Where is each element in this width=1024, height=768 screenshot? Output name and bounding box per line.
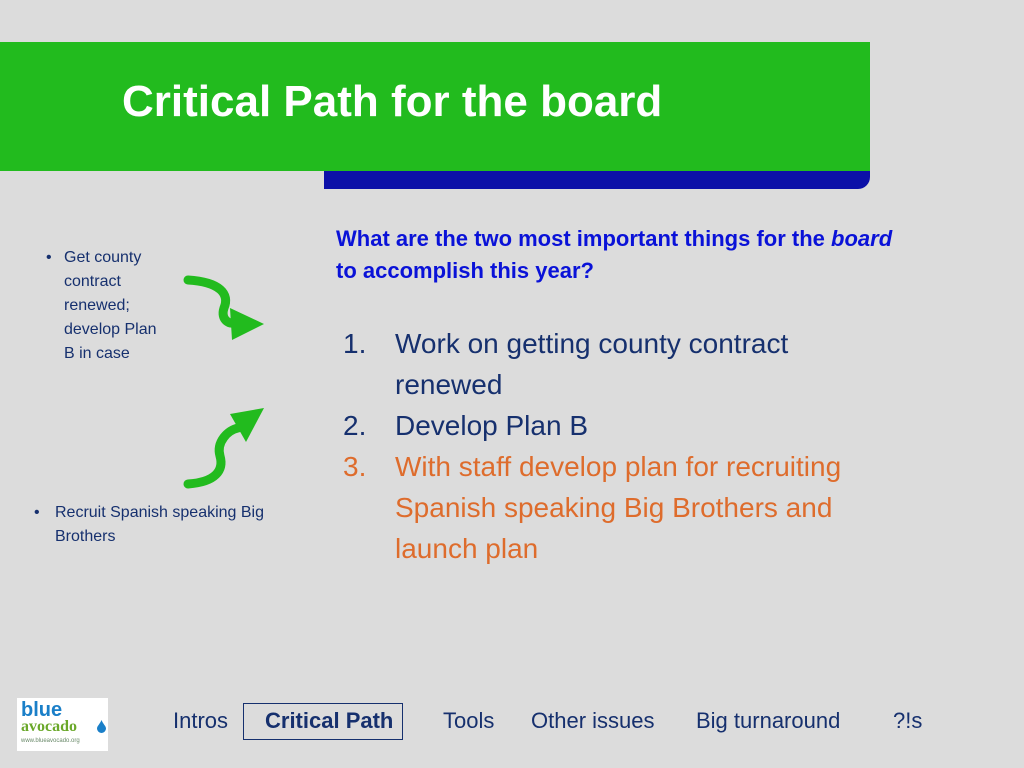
title-underline-bar — [324, 171, 870, 189]
bullet-dot: • — [34, 504, 40, 521]
left-bullet-text: Get county contract renewed; develop Pla… — [64, 249, 157, 362]
left-bullet-recruit: • Recruit Spanish speaking Big Brothers — [34, 501, 294, 549]
priority-text: With staff develop plan for recruiting S… — [395, 451, 842, 564]
logo-word-blue: blue — [21, 699, 63, 721]
nav-item-tools[interactable]: Tools — [443, 708, 495, 733]
priority-number: 1. — [343, 328, 367, 359]
slide-nav-bar: Intros Critical Path Tools Other issues … — [0, 700, 1024, 750]
blue-avocado-logo: blue avocado www.blueavocado.org — [17, 698, 108, 751]
nav-item-other-issues[interactable]: Other issues — [531, 708, 655, 733]
priority-number: 3. — [343, 451, 367, 482]
curved-arrow-up-right-icon — [183, 408, 264, 489]
priority-item: 1. Work on getting county contract renew… — [343, 323, 903, 405]
logo-word-avocado: avocado — [21, 718, 77, 735]
priority-list: 1. Work on getting county contract renew… — [343, 323, 903, 569]
curved-arrow-down-right-icon — [183, 275, 264, 340]
left-bullet-text: Recruit Spanish speaking Big Brothers — [55, 504, 265, 545]
slide-question: What are the two most important things f… — [336, 223, 896, 287]
question-text-part2: to accomplish this year? — [336, 258, 594, 283]
nav-item-critical-path[interactable]: Critical Path — [243, 703, 404, 740]
logo-url: www.blueavocado.org — [21, 738, 80, 744]
nav-item-questions[interactable]: ?!s — [893, 708, 923, 733]
left-bullet-contract: • Get county contract renewed; develop P… — [46, 246, 166, 366]
question-emphasis: board — [831, 226, 893, 251]
question-text-part1: What are the two most important things f… — [336, 226, 825, 251]
nav-item-big-turnaround[interactable]: Big turnaround — [696, 708, 841, 733]
nav-item-intros[interactable]: Intros — [173, 708, 229, 733]
title-banner — [0, 42, 870, 171]
bullet-dot: • — [46, 249, 52, 266]
water-drop-icon — [97, 720, 106, 733]
page-title: Critical Path for the board — [122, 77, 663, 126]
priority-text: Develop Plan B — [395, 410, 589, 441]
priority-item: 2. Develop Plan B — [343, 405, 903, 446]
priority-item-highlighted: 3. With staff develop plan for recruitin… — [343, 446, 903, 569]
priority-text: Work on getting county contract renewed — [395, 328, 789, 400]
priority-number: 2. — [343, 410, 367, 441]
